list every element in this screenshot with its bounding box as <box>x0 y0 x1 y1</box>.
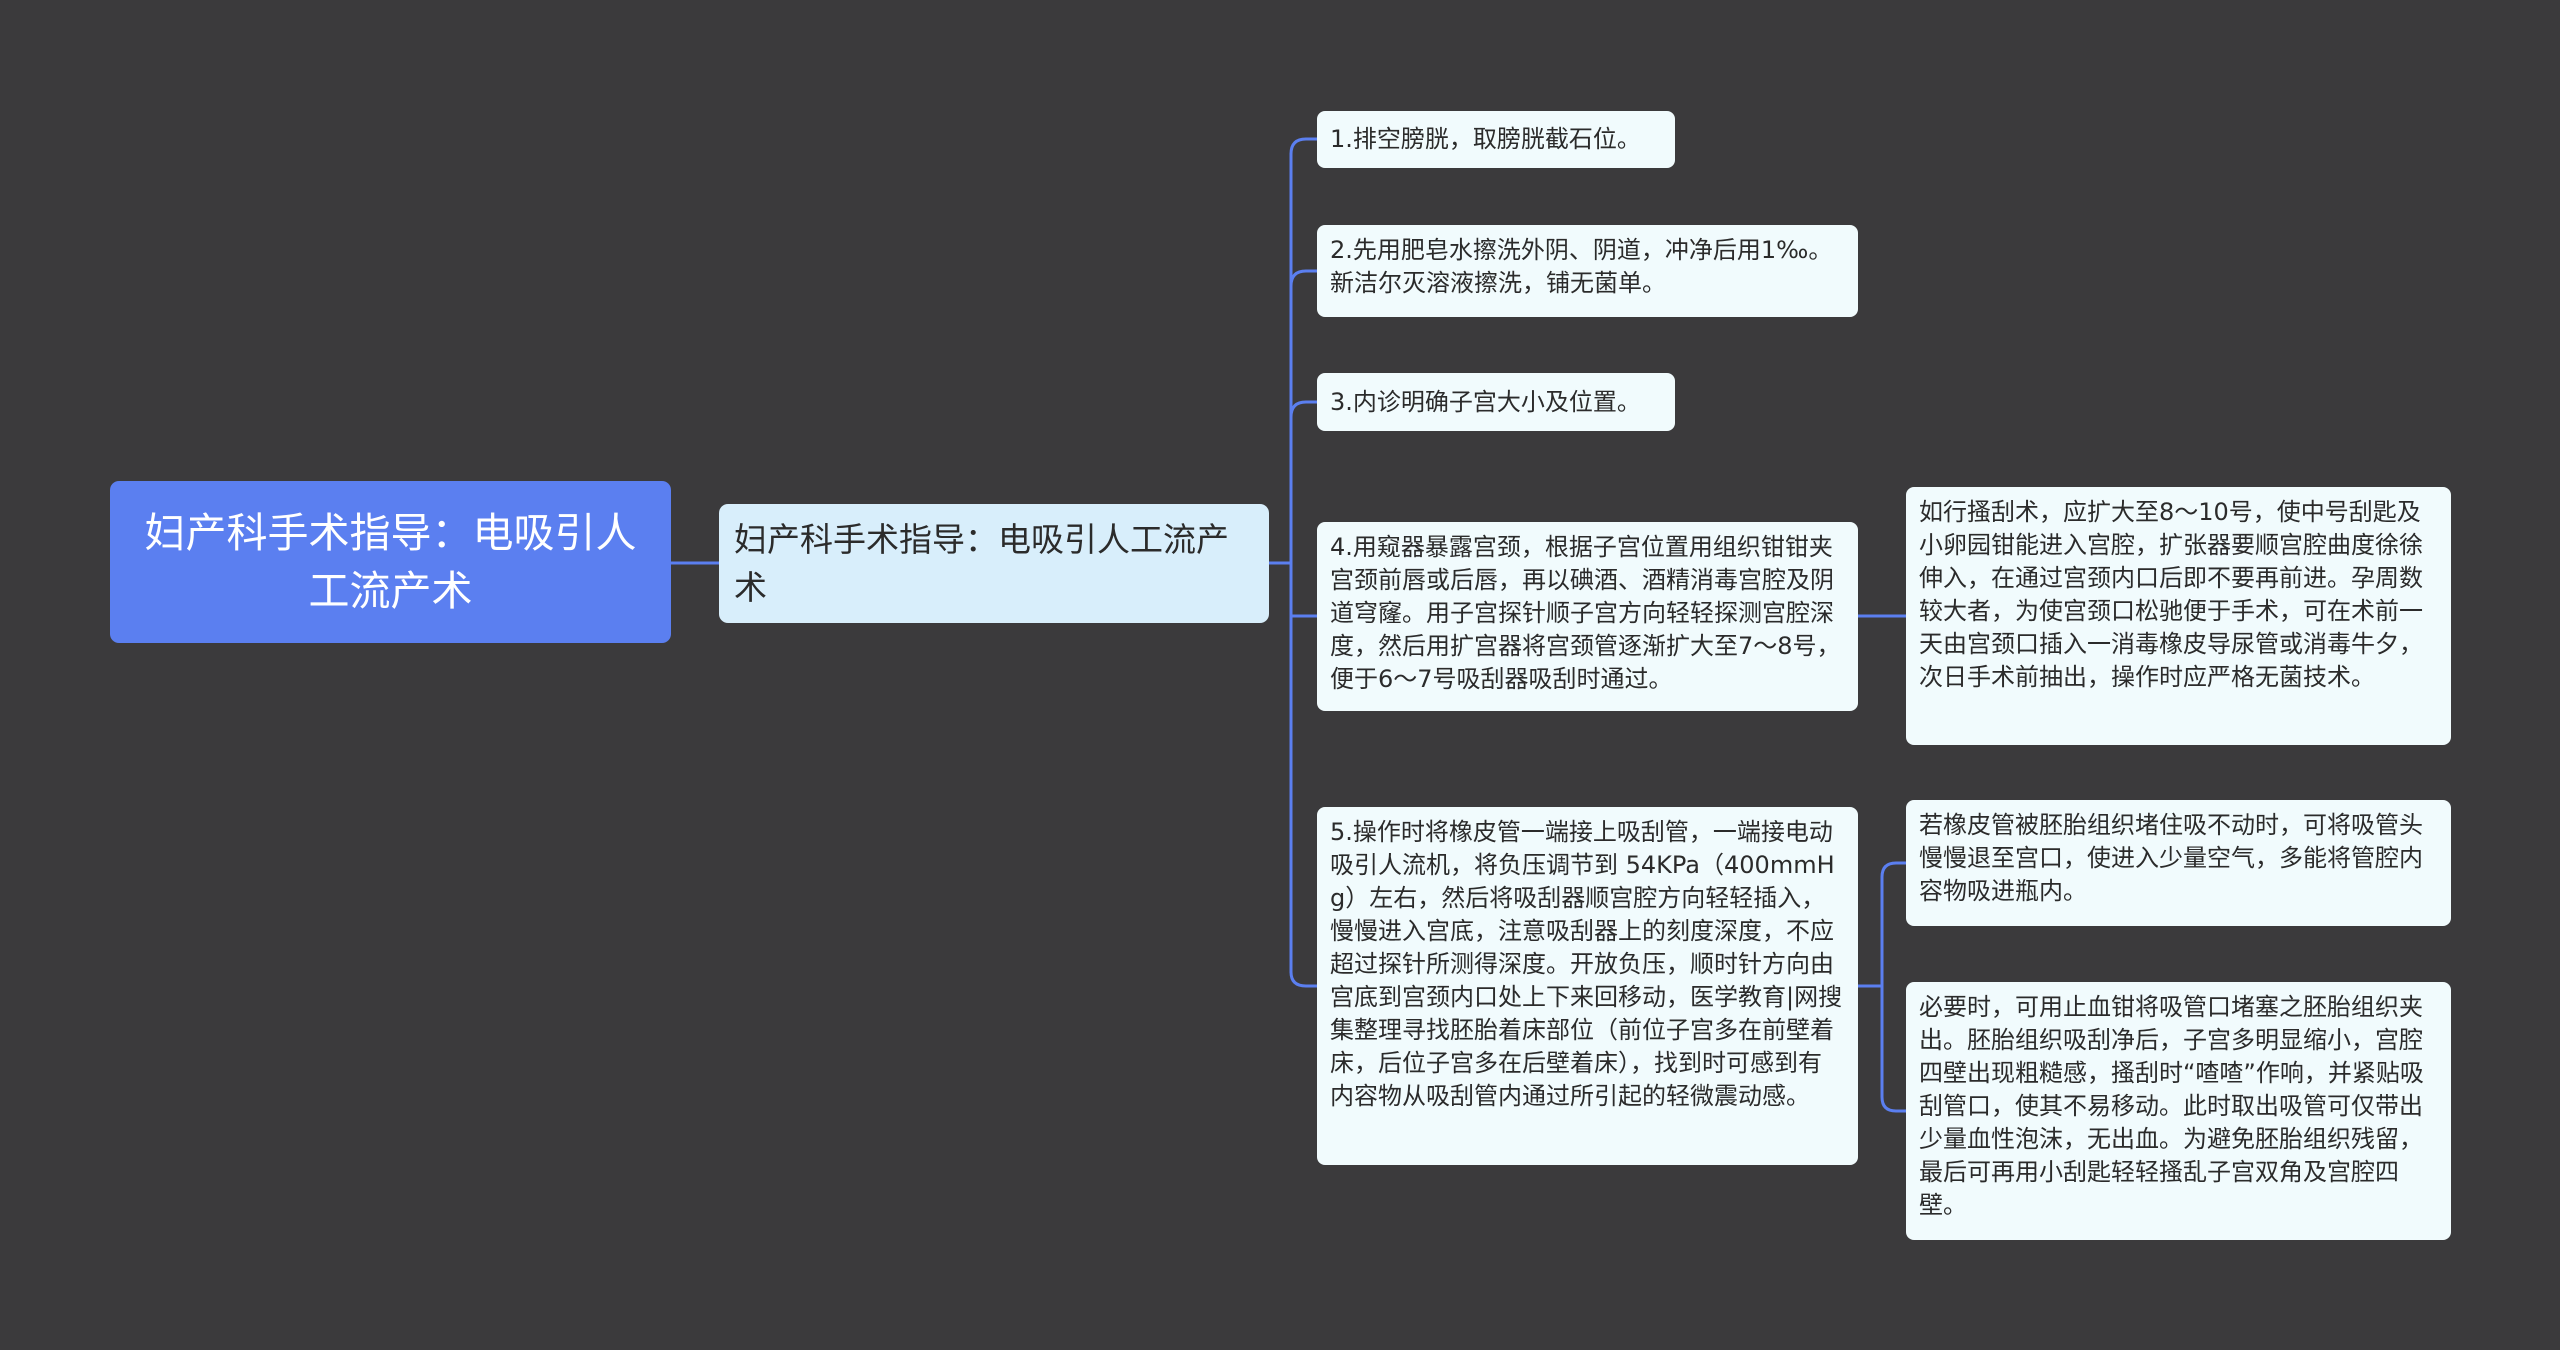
link-step5-detail-a <box>1880 861 1908 988</box>
step-3-node[interactable]: 3.内诊明确子宫大小及位置。 <box>1317 373 1675 431</box>
step-4-detail-text: 如行搔刮术，应扩大至8～10号，使中号刮匙及小卵园钳能进入宫腔，扩张器要顺宫腔曲… <box>1919 498 2423 691</box>
subtopic-node[interactable]: 妇产科手术指导：电吸引人工流产术 <box>719 504 1269 623</box>
step-4-node[interactable]: 4.用窥器暴露宫颈，根据子宫位置用组织钳钳夹宫颈前唇或后唇，再以碘酒、酒精消毒宫… <box>1317 522 1858 711</box>
link-step-2 <box>1289 269 1319 288</box>
step-2-node[interactable]: 2.先用肥皂水擦洗外阴、阴道，冲净后用1‰。新洁尔灭溶液擦洗，铺无菌单。 <box>1317 225 1858 317</box>
step-2-text: 2.先用肥皂水擦洗外阴、阴道，冲净后用1‰。新洁尔灭溶液擦洗，铺无菌单。 <box>1330 236 1833 297</box>
link-step5-detail-b <box>1880 984 1908 1113</box>
step-4-text: 4.用窥器暴露宫颈，根据子宫位置用组织钳钳夹宫颈前唇或后唇，再以碘酒、酒精消毒宫… <box>1330 533 1841 693</box>
link-step-3 <box>1289 400 1319 419</box>
link-step-1 <box>1289 137 1319 156</box>
step-5-text: 5.操作时将橡皮管一端接上吸刮管，一端接电动吸引人流机，将负压调节到 54KPa… <box>1330 818 1843 1110</box>
step-4-detail-node[interactable]: 如行搔刮术，应扩大至8～10号，使中号刮匙及小卵园钳能进入宫腔，扩张器要顺宫腔曲… <box>1906 487 2451 745</box>
step-1-node[interactable]: 1.排空膀胱，取膀胱截石位。 <box>1317 111 1675 168</box>
root-topic[interactable]: 妇产科手术指导：电吸引人工流产术 <box>110 481 671 643</box>
step-3-text: 3.内诊明确子宫大小及位置。 <box>1330 387 1641 416</box>
step-5-detail-b-node[interactable]: 必要时，可用止血钳将吸管口堵塞之胚胎组织夹出。胚胎组织吸刮净后，子宫多明显缩小，… <box>1906 982 2451 1240</box>
step-5-detail-a-node[interactable]: 若橡皮管被胚胎组织堵住吸不动时，可将吸管头慢慢退至宫口，使进入少量空气，多能将管… <box>1906 800 2451 926</box>
subtopic-label: 妇产科手术指导：电吸引人工流产术 <box>734 519 1229 607</box>
step-5-node[interactable]: 5.操作时将橡皮管一端接上吸刮管，一端接电动吸引人流机，将负压调节到 54KPa… <box>1317 807 1858 1165</box>
step-1-text: 1.排空膀胱，取膀胱截石位。 <box>1330 125 1641 153</box>
link-step-5 <box>1289 970 1319 988</box>
step-5-detail-b-text: 必要时，可用止血钳将吸管口堵塞之胚胎组织夹出。胚胎组织吸刮净后，子宫多明显缩小，… <box>1919 993 2424 1219</box>
root-topic-label: 妇产科手术指导：电吸引人工流产术 <box>144 509 637 615</box>
step-5-detail-a-text: 若橡皮管被胚胎组织堵住吸不动时，可将吸管头慢慢退至宫口，使进入少量空气，多能将管… <box>1919 811 2423 905</box>
